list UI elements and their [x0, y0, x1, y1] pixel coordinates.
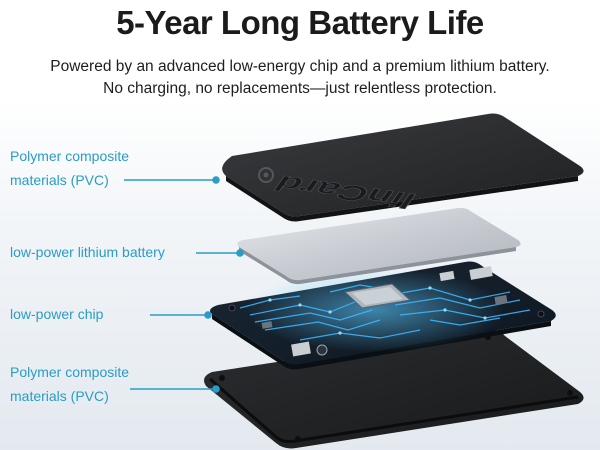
top-shell-layer: linCard [222, 113, 584, 222]
battery-layer [237, 207, 521, 285]
callout-top-shell-label: Polymer composite materials (PVC) [10, 148, 130, 188]
callout-chip-label: low-power chip [10, 306, 104, 322]
circuit-board-layer [210, 261, 556, 370]
callout-bottom-shell-label: Polymer composite materials (PVC) [10, 364, 130, 404]
page-title: 5-Year Long Battery Life [116, 4, 484, 41]
callout-battery-label: low-power lithium battery [10, 244, 165, 260]
page-subtitle: Powered by an advanced low-energy chip a… [50, 58, 550, 97]
